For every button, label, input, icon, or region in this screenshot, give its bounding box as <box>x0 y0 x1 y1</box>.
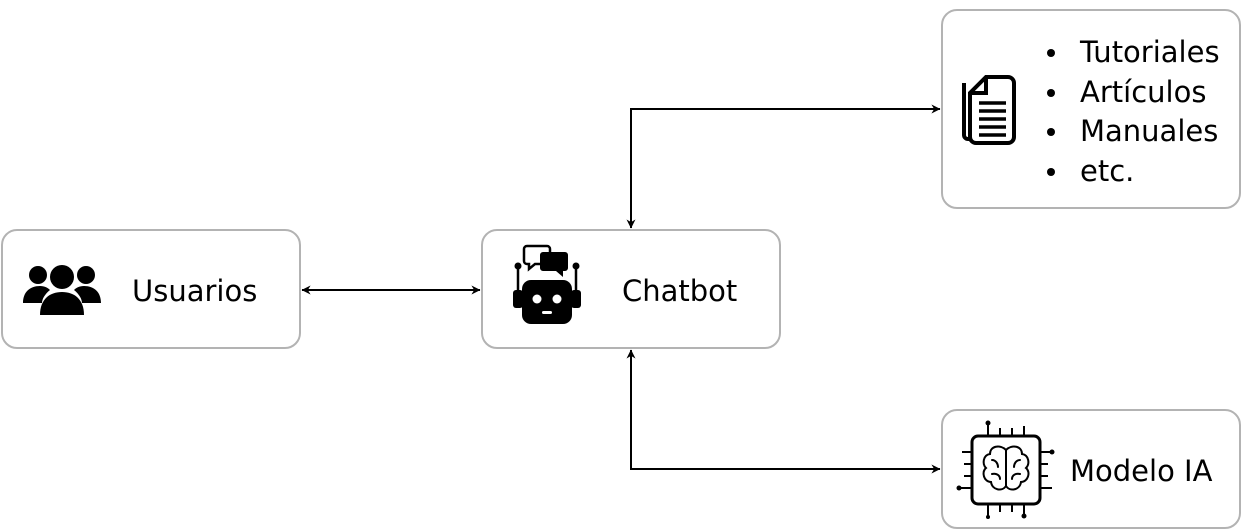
resources-node[interactable]: Tutoriales Artículos Manuales etc. <box>941 9 1241 209</box>
robot-chat-icon <box>513 244 581 324</box>
ai-model-label: Modelo IA <box>1070 454 1213 488</box>
resource-item: Tutoriales <box>1042 33 1220 73</box>
resource-item: etc. <box>1042 152 1220 192</box>
documents-icon <box>962 75 1016 145</box>
brain-chip-icon <box>956 420 1055 519</box>
resource-item: Artículos <box>1042 73 1220 113</box>
edge-chatbot-resources <box>626 104 941 229</box>
chatbot-node[interactable]: Chatbot <box>481 229 781 349</box>
ai-model-node[interactable]: Modelo IA <box>941 409 1241 529</box>
users-icon <box>23 265 101 315</box>
users-label: Usuarios <box>132 274 258 308</box>
resources-list: Tutoriales Artículos Manuales etc. <box>1042 33 1220 191</box>
chatbot-label: Chatbot <box>622 274 738 308</box>
users-node[interactable]: Usuarios <box>1 229 301 349</box>
resource-item: Manuales <box>1042 112 1220 152</box>
edge-chatbot-ai-model <box>626 349 941 474</box>
